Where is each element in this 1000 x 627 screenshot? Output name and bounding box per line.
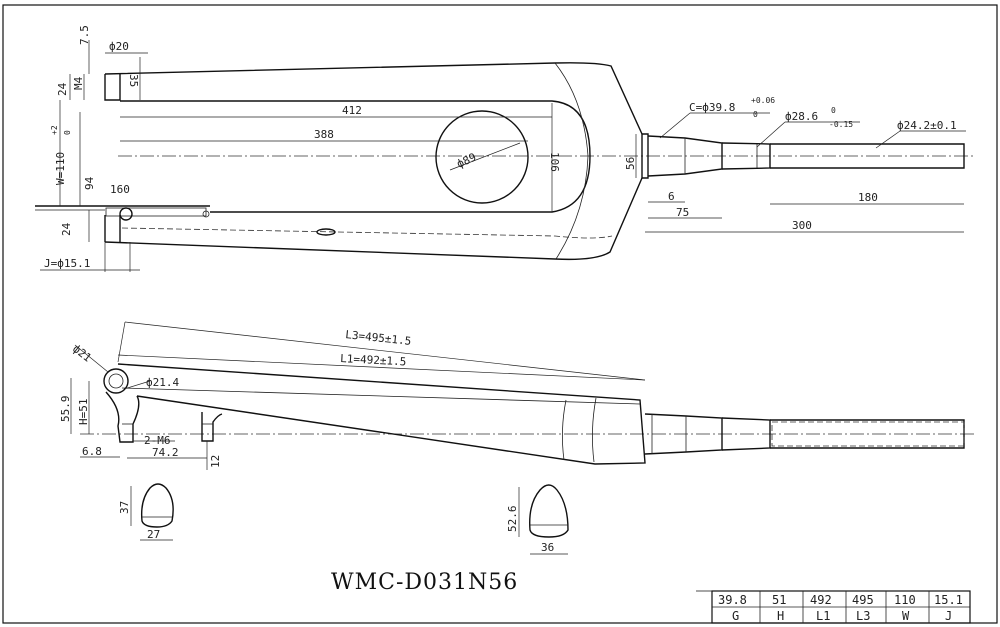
spec-table: 39.8 51 492 495 110 15.1 G H L1 L3 W J xyxy=(696,590,971,624)
table-value-j: 15.1 xyxy=(934,593,963,607)
dim-75: 75 xyxy=(676,206,689,219)
dim-W: W=110 xyxy=(54,152,67,185)
table-value-l1: 492 xyxy=(810,593,832,607)
table-value-h: 51 xyxy=(772,593,786,607)
table-value-g: 39.8 xyxy=(718,593,747,607)
dim-7-5: 7.5 xyxy=(78,25,91,45)
dim-H: H=51 xyxy=(77,399,90,426)
dim-12: 12 xyxy=(209,455,222,468)
dim-J: J=ф15.1 xyxy=(44,257,90,270)
table-label-h: H xyxy=(777,609,784,623)
dim-24-top: 24 xyxy=(56,82,69,96)
dim-55-9: 55.9 xyxy=(59,396,72,423)
dim-L1: L1=492±1.5 xyxy=(340,352,407,368)
cross-sections: 37 27 52.6 36 xyxy=(118,483,569,555)
dim-74-2: 74.2 xyxy=(152,446,179,459)
dim-phi21: ф21 xyxy=(70,342,94,364)
dim-180: 180 xyxy=(858,191,878,204)
dim-2-M6: 2-M6 xyxy=(144,434,171,447)
dim-C: C=ф39.8 xyxy=(689,101,735,114)
dim-phi28-6-tol-up: 0 xyxy=(831,106,836,115)
dim-phi89: ф89 xyxy=(455,151,479,171)
section-right-height: 52.6 xyxy=(506,506,519,533)
dim-W-tol-up: +2 xyxy=(50,125,59,135)
dim-160: 160 xyxy=(110,183,130,196)
drawing-border xyxy=(2,4,998,624)
dim-106: 106 xyxy=(548,152,561,172)
table-value-w: 110 xyxy=(894,593,916,607)
table-label-w: W xyxy=(902,609,910,623)
dim-6-8: 6.8 xyxy=(82,445,102,458)
dim-24-bottom: 24 xyxy=(60,222,73,236)
dim-L3: L3=495±1.5 xyxy=(345,328,412,348)
top-view: 412 388 106 ф89 7.5 ф20 35 M4 24 W=110 +… xyxy=(35,25,975,272)
dim-phi24-2: ф24.2±0.1 xyxy=(897,119,957,132)
dim-phi21-4: ф21.4 xyxy=(146,376,179,389)
dim-C-tol-low: 0 xyxy=(753,110,758,119)
dim-phi28-6-tol-low: -0.15 xyxy=(829,120,853,129)
dim-C-tol-up: +0.06 xyxy=(751,96,775,105)
dim-W-tol-low: 0 xyxy=(63,130,72,135)
dim-6: 6 xyxy=(668,190,675,203)
dim-94: 94 xyxy=(83,176,96,190)
dim-phi20: ф20 xyxy=(109,40,129,53)
section-left-width: 27 xyxy=(147,528,160,541)
dim-388: 388 xyxy=(314,128,334,141)
model-code: WMC-D031N56 xyxy=(331,570,518,595)
side-view: L3=495±1.5 L1=492±1.5 ф21 ф21.4 55.9 H=5… xyxy=(59,321,975,470)
section-right-width: 36 xyxy=(541,541,554,554)
table-label-j: J xyxy=(945,609,952,623)
dim-300: 300 xyxy=(792,219,812,232)
table-label-l3: L3 xyxy=(856,609,870,623)
table-value-l3: 495 xyxy=(852,593,874,607)
table-label-g: G xyxy=(732,609,739,623)
dim-56: 56 xyxy=(624,157,637,170)
dim-35: 35 xyxy=(127,74,140,87)
dim-phi28-6: ф28.6 xyxy=(785,110,818,123)
section-left-height: 37 xyxy=(118,501,131,514)
dim-412: 412 xyxy=(342,104,362,117)
dim-M4: M4 xyxy=(72,76,85,90)
table-label-l1: L1 xyxy=(816,609,830,623)
